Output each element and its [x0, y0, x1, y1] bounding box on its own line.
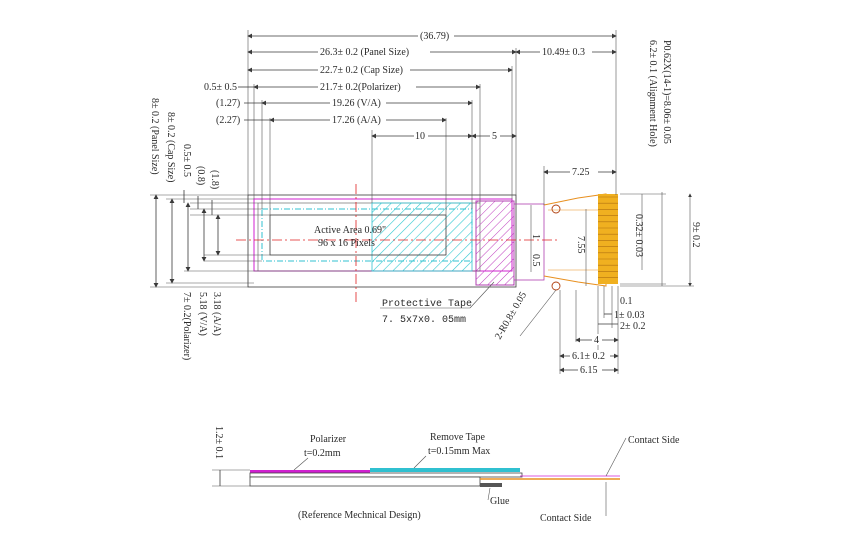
protective-tape-size: 7. 5x7x0. 05mm — [382, 315, 466, 326]
side-polarizer — [250, 470, 370, 473]
dim-4: 4 — [594, 335, 599, 346]
alignment-hole-bottom — [551, 281, 561, 291]
offset-127-dim: (1.27) — [216, 98, 240, 109]
dim-1-text: 1 — [530, 234, 541, 239]
remove-tape-thickness: t=0.15mm Max — [428, 446, 490, 457]
panel-outline — [247, 194, 517, 288]
dim-2-02: 2± 0.2 — [620, 321, 646, 332]
dim-10: 10 — [415, 131, 425, 142]
dim-2r: 2-R0.8± 0.05 — [493, 290, 529, 341]
contact-side-bottom: Contact Side — [540, 513, 592, 524]
aa-hatch — [371, 202, 473, 272]
dim-01: 0.1 — [620, 296, 633, 307]
cap-size-dim: 22.7± 0.2 (Cap Size) — [320, 65, 403, 76]
pixels-label-2: 96 x 16 Pixels — [318, 238, 375, 249]
fpc-bottom-dimensions: 0.1 1± 0.03 2± 0.2 4 6.1± 0.2 6.15 2-R0.… — [493, 286, 646, 376]
dim-755-text: 7.55 — [575, 236, 586, 254]
side-view: 1.2± 0.1 Polarizer t=0.2mm Remove Tape t… — [212, 426, 680, 524]
h-05-dim: 0.5± 0.5 — [181, 144, 192, 177]
active-area-label: Active Area 0.69" — [314, 225, 386, 236]
side-cap — [249, 472, 523, 478]
dim-12: 1.2± 0.1 — [213, 426, 224, 459]
fpc-outline — [543, 193, 607, 287]
h-18-dim: (1.8) — [209, 170, 220, 189]
protective-tape — [475, 200, 515, 286]
protective-tape-callout: Protective Tape 7. 5x7x0. 05mm — [380, 281, 495, 326]
h-318-dim: 3.18 (A/A) — [211, 292, 222, 336]
dim-9: 9± 0.2 — [690, 222, 701, 248]
aa-outline — [269, 214, 447, 256]
aa-dim: 17.26 (A/A) — [332, 115, 381, 126]
h-panel-dim: 8± 0.2 (Panel Size) — [149, 98, 160, 175]
reference-caption: (Reference Mechnical Design) — [298, 510, 421, 521]
top-dimensions: (36.79) 26.3± 0.2 (Panel Size) 10.49± 0.… — [204, 30, 617, 215]
pitch-dim: P0.62X(14-1)=8.06± 0.05 — [661, 40, 672, 144]
dim-032: 0.32± 0.03 — [633, 214, 644, 257]
dim-725: 7.25 — [572, 167, 590, 178]
contact-pads — [598, 194, 618, 284]
polarizer-dim: 21.7± 0.2(Polarizer) — [320, 82, 401, 93]
dim-5: 5 — [492, 131, 497, 142]
offset-05-dim: 0.5± 0.5 — [204, 82, 237, 93]
polarizer-label: Polarizer — [310, 434, 347, 445]
left-dimensions: 8± 0.2 (Panel Size) 8± 0.2 (Cap Size) 0.… — [149, 98, 270, 360]
top-view: Active Area 0.69" 96 x 16 Pixels 1 0.5 7… — [236, 184, 618, 302]
right-length-dim: 10.49± 0.3 — [542, 47, 585, 58]
dim-1-003: 1± 0.03 — [614, 310, 645, 321]
protective-tape-label: Protective Tape — [382, 298, 472, 310]
h-7-dim: 7± 0.2(Polarizer) — [181, 292, 192, 360]
side-panel — [249, 476, 481, 487]
dim-61: 6.1± 0.2 — [572, 351, 605, 362]
h-cap-dim: 8± 0.2 (Cap Size) — [165, 112, 176, 182]
panel-size-dim: 26.3± 0.2 (Panel Size) — [320, 47, 409, 58]
pad-separators — [598, 196, 618, 278]
right-dimensions: P0.62X(14-1)=8.06± 0.05 6.2± 0.1 (Alignm… — [620, 40, 701, 287]
tape-inner — [513, 203, 545, 281]
side-remove-tape — [370, 468, 520, 472]
offset-227-dim: (2.27) — [216, 115, 240, 126]
overall-dim: (36.79) — [420, 31, 449, 42]
dim-615: 6.15 — [580, 365, 598, 376]
dim-05-text: 0.5 — [530, 254, 541, 267]
alignment-hole-dim: 6.2± 0.1 (Alignment Hole) — [647, 40, 658, 147]
h-518-dim: 5.18 (V/A) — [197, 292, 208, 336]
contact-side-top: Contact Side — [628, 435, 680, 446]
h-08-dim: (0.8) — [195, 166, 206, 185]
alignment-hole-top — [551, 204, 561, 214]
polarizer-thickness: t=0.2mm — [304, 448, 341, 459]
side-glue — [480, 483, 502, 487]
remove-tape-label: Remove Tape — [430, 432, 485, 443]
va-dim: 19.26 (V/A) — [332, 98, 381, 109]
glue-label: Glue — [490, 496, 510, 507]
